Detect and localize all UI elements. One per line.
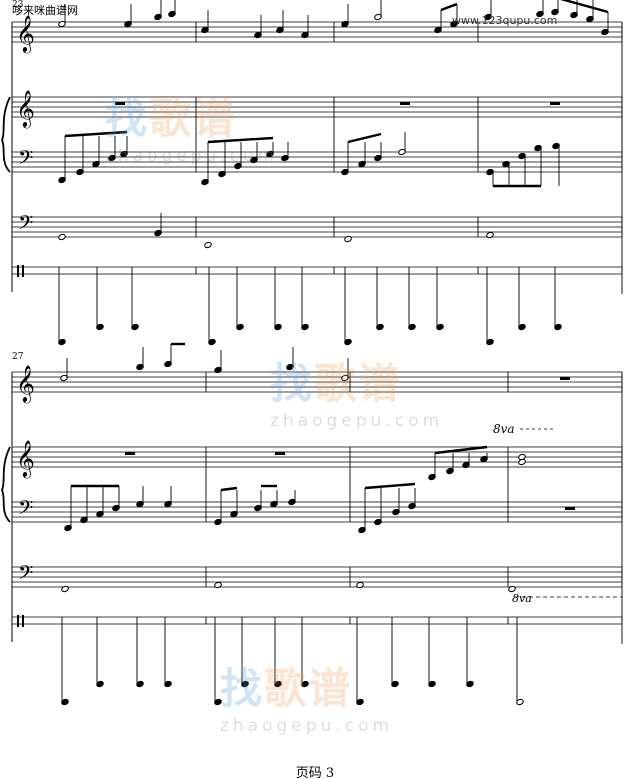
beam xyxy=(220,486,238,492)
whole-rest xyxy=(560,377,570,380)
notehead xyxy=(356,581,364,589)
whole-rest xyxy=(115,102,125,105)
treble-clef: 𝄞 xyxy=(16,439,35,478)
notehead xyxy=(208,338,216,346)
notehead xyxy=(518,323,526,331)
notehead xyxy=(486,168,494,176)
notehead xyxy=(58,233,66,241)
notehead xyxy=(436,323,444,331)
page-number: 页码 3 xyxy=(295,766,335,779)
site-label: 哆来咪曲谱网 xyxy=(12,4,78,17)
notehead xyxy=(136,680,144,688)
beam xyxy=(560,0,609,14)
notehead xyxy=(131,323,139,331)
treble-clef: 𝄞 xyxy=(16,14,35,53)
notehead xyxy=(236,323,244,331)
notehead xyxy=(241,680,249,688)
notehead xyxy=(554,323,562,331)
piano-brace xyxy=(0,446,11,523)
notehead xyxy=(502,160,510,168)
whole-rest xyxy=(565,507,575,510)
whole-rest xyxy=(125,452,135,455)
percussion-clef xyxy=(17,615,19,627)
notehead xyxy=(466,680,474,688)
notehead xyxy=(58,338,66,346)
notehead xyxy=(518,152,526,160)
notehead xyxy=(274,323,282,331)
whole-rest xyxy=(550,102,560,105)
bass-clef: 𝄢 xyxy=(18,211,33,239)
notehead xyxy=(344,235,352,243)
notehead xyxy=(214,581,222,589)
treble-clef: 𝄞 xyxy=(16,89,35,128)
percussion-clef xyxy=(22,615,24,627)
notehead xyxy=(516,698,524,706)
beam xyxy=(347,132,382,144)
notehead xyxy=(344,338,352,346)
measure-number: 23 xyxy=(12,0,24,10)
notehead xyxy=(96,323,104,331)
notehead xyxy=(274,680,282,688)
ottava-mark: 8va xyxy=(493,422,515,436)
percussion-clef xyxy=(17,265,19,277)
notehead xyxy=(486,231,494,239)
whole-rest xyxy=(400,102,410,105)
bass-clef: 𝄢 xyxy=(18,146,33,174)
beam xyxy=(434,445,488,455)
beam xyxy=(64,130,128,138)
whole-rest xyxy=(275,452,285,455)
notehead xyxy=(204,241,212,249)
percussion-clef xyxy=(22,265,24,277)
piano-brace xyxy=(0,96,11,173)
notehead xyxy=(391,680,399,688)
notehead xyxy=(61,698,69,706)
notehead xyxy=(518,453,526,461)
beam xyxy=(440,2,458,12)
site-url: www.123qupu.com xyxy=(452,14,558,27)
beam xyxy=(207,136,274,144)
notehead xyxy=(408,323,416,331)
measure-number: 27 xyxy=(12,352,24,362)
bass-clef: 𝄢 xyxy=(18,496,33,524)
notehead xyxy=(356,698,364,706)
beam xyxy=(364,482,416,490)
ottava-mark: 8va xyxy=(512,592,532,605)
notehead xyxy=(486,338,494,346)
notehead xyxy=(96,680,104,688)
notehead xyxy=(376,323,384,331)
notehead xyxy=(428,680,436,688)
notehead xyxy=(61,585,69,593)
notehead xyxy=(508,585,516,593)
notehead xyxy=(301,680,309,688)
notehead xyxy=(552,142,560,150)
notehead xyxy=(214,698,222,706)
bass-clef: 𝄢 xyxy=(18,561,33,589)
notehead xyxy=(164,680,172,688)
notehead xyxy=(534,144,542,152)
treble-clef: 𝄞 xyxy=(16,364,35,403)
notehead xyxy=(301,323,309,331)
